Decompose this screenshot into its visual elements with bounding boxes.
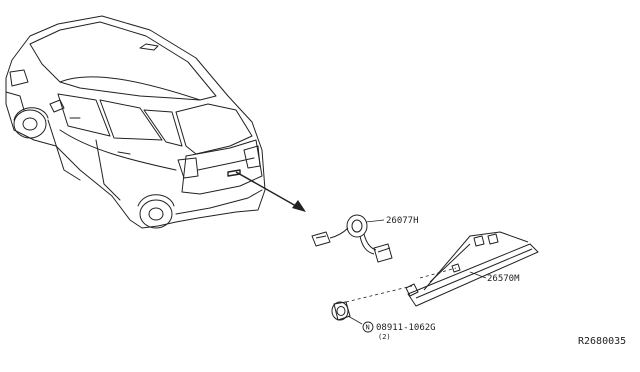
vehicle-illustration — [5, 15, 266, 229]
harness-leader-line — [365, 219, 385, 223]
nut-marker-circle: N — [362, 321, 374, 333]
location-arrow — [235, 171, 306, 212]
lamp-part-number: 26570M — [487, 274, 520, 284]
harness-part-number: 26077H — [386, 216, 419, 226]
nut-quantity: (2) — [378, 333, 391, 341]
installation-dashed-lines — [345, 267, 457, 303]
nut-part — [331, 301, 351, 321]
nut-leader-line — [347, 315, 363, 325]
lamp-leader-line — [469, 271, 487, 279]
harness-part — [311, 214, 393, 263]
diagram-reference-code: R2680035 — [578, 336, 626, 347]
nut-marker-letter: N — [366, 324, 370, 332]
nut-part-number: 08911-1062G — [376, 323, 436, 333]
stop-lamp-part — [405, 231, 539, 307]
